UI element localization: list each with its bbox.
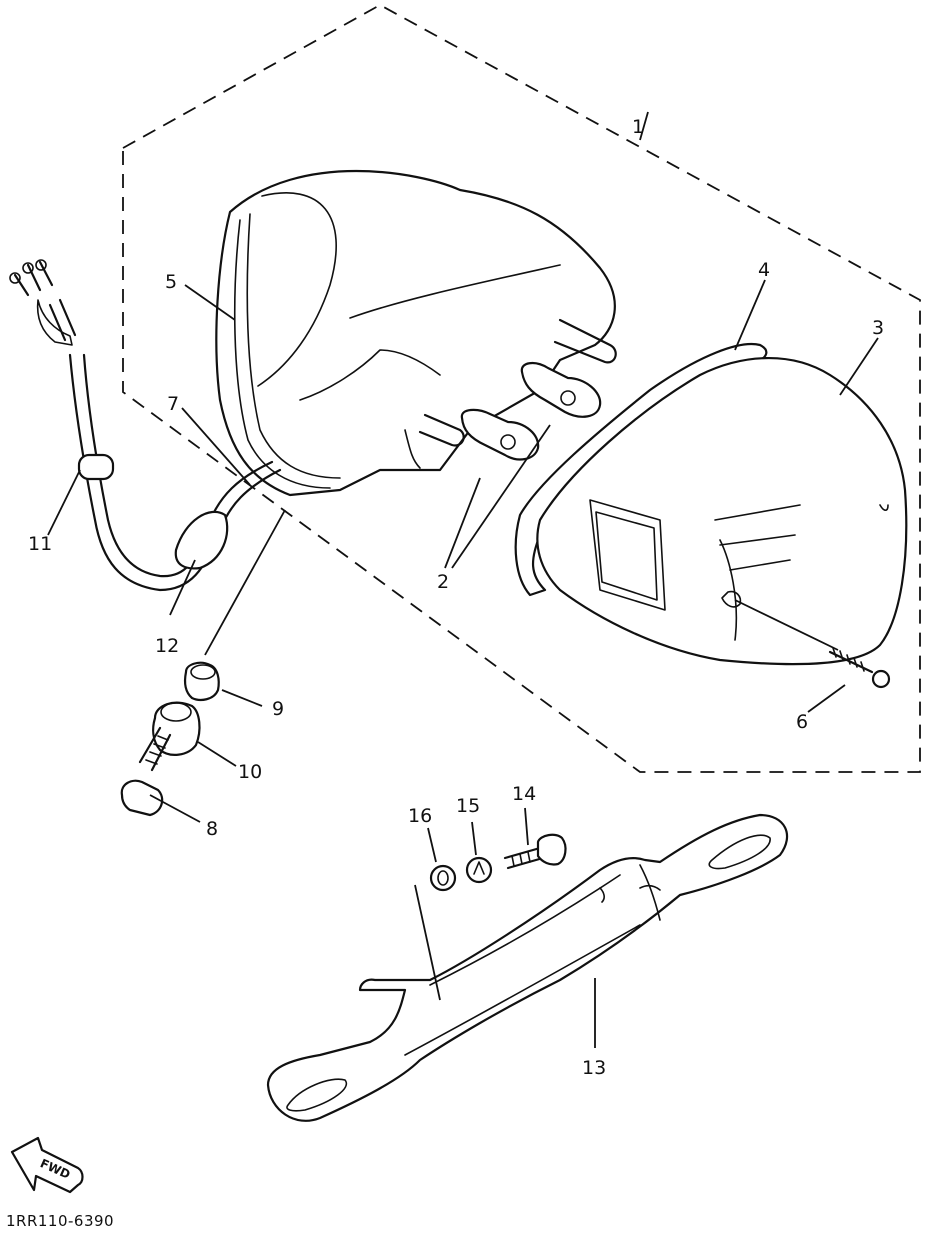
leader-5 xyxy=(184,284,236,321)
damper xyxy=(152,701,237,767)
callout-16: 16 xyxy=(408,805,432,827)
wire-harness xyxy=(9,259,282,616)
tail-lamp-lens xyxy=(536,357,908,666)
housing-studs xyxy=(418,318,617,447)
bulb-upper xyxy=(520,362,602,418)
leader-3 xyxy=(839,337,879,396)
bulb-pair xyxy=(444,362,602,569)
spring-washer xyxy=(465,821,493,884)
callout-2: 2 xyxy=(437,571,449,593)
lens-screw xyxy=(734,599,891,713)
callout-5: 5 xyxy=(165,271,177,293)
callout-6: 6 xyxy=(796,711,808,733)
callout-11: 11 xyxy=(28,533,52,555)
wire-grommet xyxy=(174,510,229,570)
leader-1 xyxy=(639,111,649,141)
assembly-boundary xyxy=(122,3,921,773)
leader-7 xyxy=(181,407,251,486)
plain-washer xyxy=(414,827,457,1001)
bulb-lower xyxy=(460,408,540,461)
license-bracket xyxy=(266,813,789,1122)
drawing-code: 1RR110-6390 xyxy=(6,1212,114,1230)
bracket-bolt xyxy=(503,807,567,870)
callout-3: 3 xyxy=(872,317,884,339)
callout-15: 15 xyxy=(456,795,480,817)
callout-12: 12 xyxy=(155,635,179,657)
callout-10: 10 xyxy=(238,761,262,783)
forward-arrow-icon: FWD xyxy=(10,1136,84,1194)
wire-clamp xyxy=(77,453,115,481)
callout-1: 1 xyxy=(632,116,644,138)
mounting-bolt xyxy=(120,726,201,823)
callout-14: 14 xyxy=(512,783,536,805)
collar xyxy=(184,509,286,707)
callout-4: 4 xyxy=(758,259,770,281)
callout-9: 9 xyxy=(272,698,284,720)
callout-13: 13 xyxy=(582,1057,606,1079)
callout-8: 8 xyxy=(206,818,218,840)
callout-7: 7 xyxy=(167,393,179,415)
tail-lamp-housing xyxy=(215,170,616,497)
leader-4 xyxy=(734,279,766,351)
